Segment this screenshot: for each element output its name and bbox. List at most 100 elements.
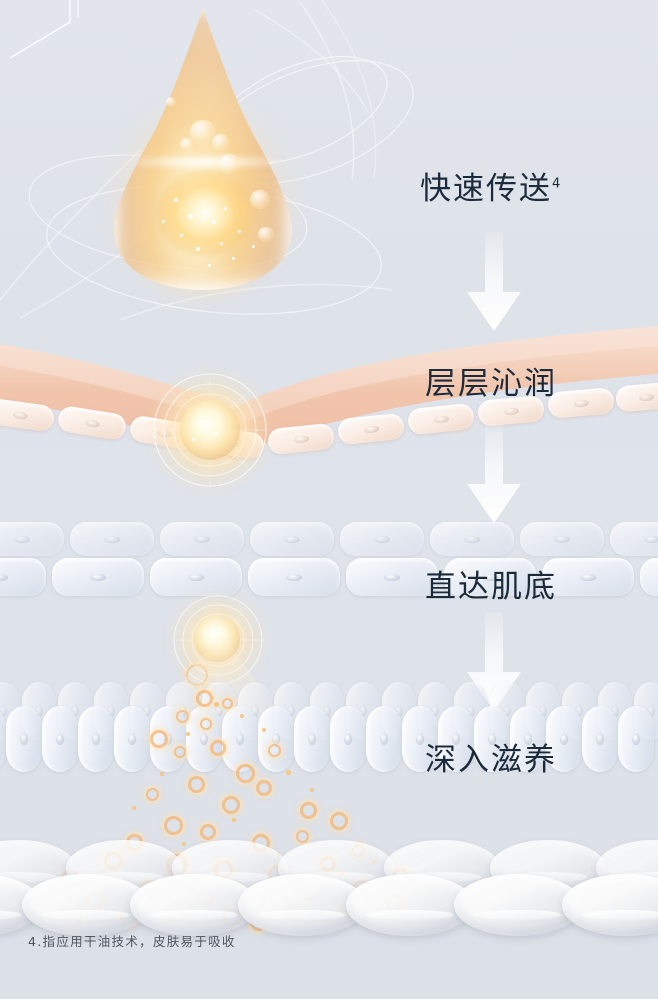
cell-nucleus [482, 574, 498, 581]
cell-nucleus [431, 705, 439, 717]
oil-capsule [238, 874, 366, 936]
step-label-4-text: 深入滋养 [425, 742, 557, 778]
droplet-bubble [258, 227, 274, 242]
cell-nucleus [611, 705, 619, 717]
cell-nucleus [539, 705, 547, 717]
cell-nucleus [128, 733, 136, 745]
cell-nucleus [104, 536, 120, 543]
step-label-3-text: 直达肌底 [425, 569, 557, 605]
nutrient-particle [222, 796, 240, 814]
cell-nucleus [452, 733, 460, 745]
skin-cell [474, 706, 510, 772]
oil-capsule [454, 874, 582, 936]
cell-nucleus [560, 733, 568, 745]
skin-cell [546, 706, 582, 772]
sphere-sparkle [192, 438, 195, 441]
skin-cell [610, 522, 658, 556]
skin-cell [340, 522, 424, 556]
step-label-1-superscript: 4 [552, 176, 561, 192]
droplet-sparkle [220, 242, 223, 245]
cell-nucleus [194, 536, 210, 543]
skin-cell [346, 558, 438, 596]
skin-cell [114, 706, 150, 772]
cell-nucleus [632, 733, 640, 745]
cell-nucleus [272, 733, 280, 745]
skin-cell [0, 522, 64, 556]
droplet-sparkle [238, 230, 241, 233]
arrow-down-icon [467, 424, 521, 523]
sphere-core [194, 616, 240, 662]
droplet-light-streak [128, 154, 282, 170]
cell-nucleus [200, 733, 208, 745]
skin-cell [250, 522, 334, 556]
nutrient-particle [268, 744, 281, 757]
step-label-2-text: 层层沁润 [425, 366, 557, 402]
cell-nucleus [84, 418, 101, 429]
cell-nucleus [416, 733, 424, 745]
skin-cell [366, 706, 402, 772]
nutrient-particle [150, 730, 168, 748]
step-label-3: 直达肌底 [425, 561, 557, 606]
skin-cell [6, 706, 42, 772]
oil-capsule-layer [0, 840, 658, 936]
nutrient-particle [146, 788, 159, 801]
nutrient-particle [188, 776, 205, 793]
cell-nucleus [92, 733, 100, 745]
cell-nucleus [0, 705, 7, 717]
skin-cell [70, 522, 154, 556]
cell-nucleus [363, 425, 380, 434]
skin-cell [294, 706, 330, 772]
cell-nucleus [284, 536, 300, 543]
skin-cell [186, 706, 222, 772]
droplet-bubble [250, 190, 270, 209]
cell-nucleus [344, 733, 352, 745]
nutrient-particle [256, 780, 272, 796]
droplet-bubble [166, 97, 176, 107]
nutrient-particle [236, 764, 255, 783]
oil-droplet-icon [62, 2, 342, 312]
cell-nucleus [90, 574, 106, 581]
skin-cell [582, 706, 618, 772]
nutrient-particle [196, 690, 213, 707]
cell-nucleus [143, 705, 151, 717]
oil-capsule [562, 874, 658, 936]
nutrient-particle [176, 710, 189, 723]
cell-nucleus [374, 536, 390, 543]
cell-nucleus [580, 574, 596, 581]
nutrient-particle-dot [132, 806, 136, 810]
cell-nucleus [56, 733, 64, 745]
cell-nucleus [287, 705, 295, 717]
sphere-core [180, 400, 240, 460]
cell-nucleus [71, 705, 79, 717]
cell-nucleus [638, 393, 655, 402]
cell-nucleus [395, 705, 403, 717]
droplet-sparkle [208, 264, 211, 267]
skin-cell-layer [0, 522, 658, 612]
nutrient-particle [330, 812, 348, 830]
droplet-sparkle [202, 200, 205, 203]
step-label-1: 快速传送4 [420, 163, 560, 208]
nutrient-particle-dot [186, 732, 190, 736]
skin-cell [52, 558, 144, 596]
skin-cell [520, 522, 604, 556]
nutrient-particle-dot [182, 842, 186, 846]
cell-nucleus [0, 574, 8, 581]
cell-nucleus [575, 705, 583, 717]
droplet-bubble [218, 154, 240, 174]
cell-nucleus [286, 574, 302, 581]
cell-nucleus [323, 705, 331, 717]
footnote-text: 4.指应用干油技术，皮肤易于吸收 [28, 934, 236, 949]
skin-cell [248, 558, 340, 596]
cell-nucleus [384, 574, 400, 581]
cell-nucleus [524, 733, 532, 745]
nutrient-particle [200, 824, 216, 840]
nutrient-particle [300, 802, 317, 819]
skin-cell [42, 706, 78, 772]
oil-capsule [22, 874, 150, 936]
step-label-2: 层层沁润 [425, 358, 557, 403]
droplet-sparkle [174, 198, 178, 202]
nutrient-particle [164, 816, 183, 835]
skin-cell [430, 522, 514, 556]
skin-cell [444, 558, 536, 596]
